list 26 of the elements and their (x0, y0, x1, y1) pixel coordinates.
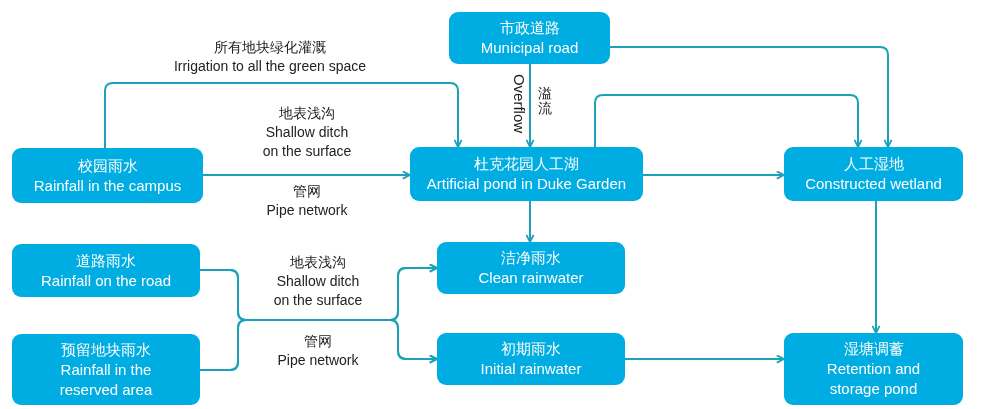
arrow (871, 200, 881, 334)
arrow (624, 354, 785, 364)
arrow (202, 170, 411, 180)
edge-label: 地表浅沟 Shallow ditch on the surface (261, 104, 353, 161)
process-box: 杜克花园人工湖 Artificial pond in Duke Garden (410, 147, 643, 201)
process-box: 洁净雨水 Clean rainwater (437, 242, 625, 294)
edge-label: 所有地块绿化灌溉 Irrigation to all the green space (172, 38, 368, 76)
flow-label: 管网 Pipe network (276, 332, 360, 370)
arrow (642, 170, 785, 180)
process-box: 人工湿地 Constructed wetland (784, 147, 963, 201)
flow-label: 管网 Pipe network (265, 182, 349, 220)
process-box: 预留地块雨水 Rainfall in the reserved area (12, 334, 200, 405)
flow-label: Overflow (509, 72, 529, 136)
process-box: 初期雨水 Initial rainwater (437, 333, 625, 385)
edge-label: 溢流 (538, 86, 552, 117)
arrow (609, 46, 893, 148)
arrow (199, 319, 438, 371)
process-box: 市政道路 Municipal road (449, 12, 610, 64)
flow-label: 地表浅沟 Shallow ditch on the surface (272, 253, 364, 310)
process-box: 校园雨水 Rainfall in the campus (12, 148, 203, 203)
arrow (594, 94, 863, 148)
process-box: 道路雨水 Rainfall on the road (12, 244, 200, 297)
arrow (104, 82, 463, 149)
process-box: 湿塘调蓄 Retention and storage pond (784, 333, 963, 405)
arrow (525, 63, 535, 148)
arrow (525, 200, 535, 243)
